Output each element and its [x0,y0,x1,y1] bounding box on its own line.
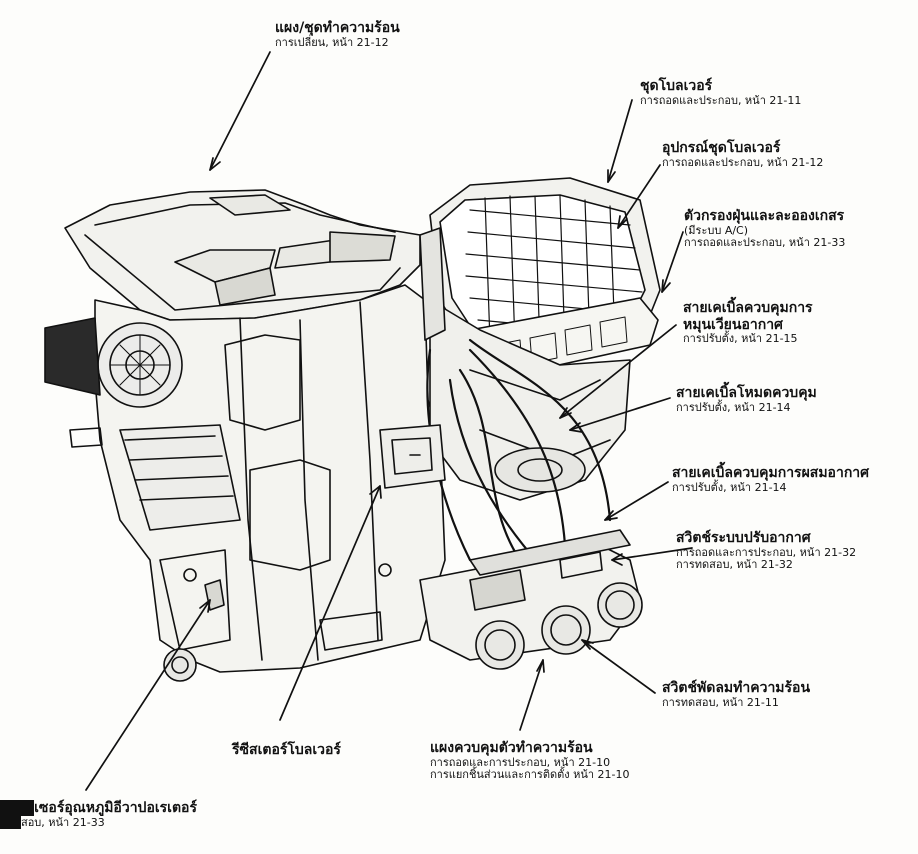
label-evap-temp-sensor-line-1: สอบ, หน้า 21-33 [0,815,197,830]
label-blower-unit: ชุดโบลเวอร์ การถอดและประกอบ, หน้า 21-11 [640,78,801,107]
leader-lines [85,51,693,791]
label-mix-cable-title: สายเคเบิ้ลควบคุมการผสมอากาศ [672,465,870,481]
label-blower-unit-line-1: การถอดและประกอบ, หน้า 21-11 [640,93,802,107]
label-fan-switch-title: สวิตช์พัดลมทำความร้อน [662,680,811,696]
label-dust-filter-line-1: (มีระบบ A/C) [684,223,749,237]
label-heater-case-line-1: การเปลี่ยน, หน้า 21-12 [275,35,389,49]
blower-resistor-drawing [379,424,446,489]
label-control-panel-title: แผงควบคุมตัวทำความร้อน [430,740,593,756]
label-mode-cable-line-1: การปรับตั้ง, หน้า 21-14 [676,400,791,414]
label-control-panel-line-1: การถอดและการประกอบ, หน้า 21-10 [430,755,611,769]
label-heater-case-title: แผง/ชุดทำความร้อน [275,20,400,36]
label-dust-filter-line-2: การถอดและประกอบ, หน้า 21-33 [684,236,846,250]
label-ac-switch: สวิตช์ระบบปรับอากาศ การถอดและการประกอบ, … [676,530,856,572]
label-recirc-cable-line-1: การปรับตั้ง, หน้า 21-15 [683,332,798,346]
heater-case-drawing [44,189,446,682]
label-mode-cable: สายเคเบิ้ลโหมดควบคุม การปรับตั้ง, หน้า 2… [676,385,817,414]
label-dust-filter: ตัวกรองฝุ่นและละอองเกสร (มีระบบ A/C) การ… [684,208,845,250]
label-recirc-cable-title-2: หมุนเวียนอากาศ [683,316,783,333]
label-control-panel: แผงควบคุมตัวทำความร้อน การถอดและการประกอ… [430,740,630,782]
label-dust-filter-title: ตัวกรองฝุ่นและละอองเกสร [684,208,845,224]
redaction-bar-1 [0,800,35,816]
heater-control-panel-drawing [419,529,643,670]
label-mix-cable: สายเคเบิ้ลควบคุมการผสมอากาศ การปรับตั้ง,… [672,465,869,494]
label-evap-temp-sensor-text: เซอร์อุณหภูมิอีวาปอเรเตอร์ [34,800,197,816]
label-heater-case: แผง/ชุดทำความร้อน การเปลี่ยน, หน้า 21-12 [275,20,400,49]
label-blower-parts-line-1: การถอดและประกอบ, หน้า 21-12 [662,155,824,169]
label-fan-switch: สวิตช์พัดลมทำความร้อน การทดสอบ, หน้า 21-… [662,680,810,709]
label-recirc-cable-title: สายเคเบิ้ลควบคุมการ [683,300,813,316]
label-ac-switch-title: สวิตช์ระบบปรับอากาศ [676,530,811,546]
label-evap-temp-sensor-title: เซอร์อุณหภูมิอีวาปอเรเตอร์ [0,800,197,817]
label-ac-switch-line-1: การถอดและการประกอบ, หน้า 21-32 [676,545,857,559]
label-blower-parts-title: อุปกรณ์ชุดโบลเวอร์ [662,140,781,156]
label-blower-unit-title: ชุดโบลเวอร์ [640,78,713,94]
label-mode-cable-title: สายเคเบิ้ลโหมดควบคุม [676,385,817,401]
label-mix-cable-line-1: การปรับตั้ง, หน้า 21-14 [672,480,787,494]
label-evap-temp-sensor: เซอร์อุณหภูมิอีวาปอเรเตอร์ สอบ, หน้า 21-… [0,800,197,829]
blower-unit-drawing [419,177,661,501]
label-evap-temp-sensor-line-text: สอบ, หน้า 21-33 [20,815,105,829]
control-cables [426,338,612,567]
label-blower-parts: อุปกรณ์ชุดโบลเวอร์ การถอดและประกอบ, หน้า… [662,140,823,169]
label-recirc-cable: สายเคเบิ้ลควบคุมการ หมุนเวียนอากาศ การปร… [683,300,813,346]
label-ac-switch-line-2: การทดสอบ, หน้า 21-32 [676,558,793,572]
label-fan-switch-line-1: การทดสอบ, หน้า 21-11 [662,695,779,709]
label-blower-resistor-title: รีซีสเตอร์โบลเวอร์ [232,742,341,758]
label-control-panel-line-2: การแยกชิ้นส่วนและการติดตั้ง หน้า 21-10 [430,768,630,782]
label-blower-resistor: รีซีสเตอร์โบลเวอร์ [232,742,341,759]
redaction-bar-2 [0,815,21,829]
